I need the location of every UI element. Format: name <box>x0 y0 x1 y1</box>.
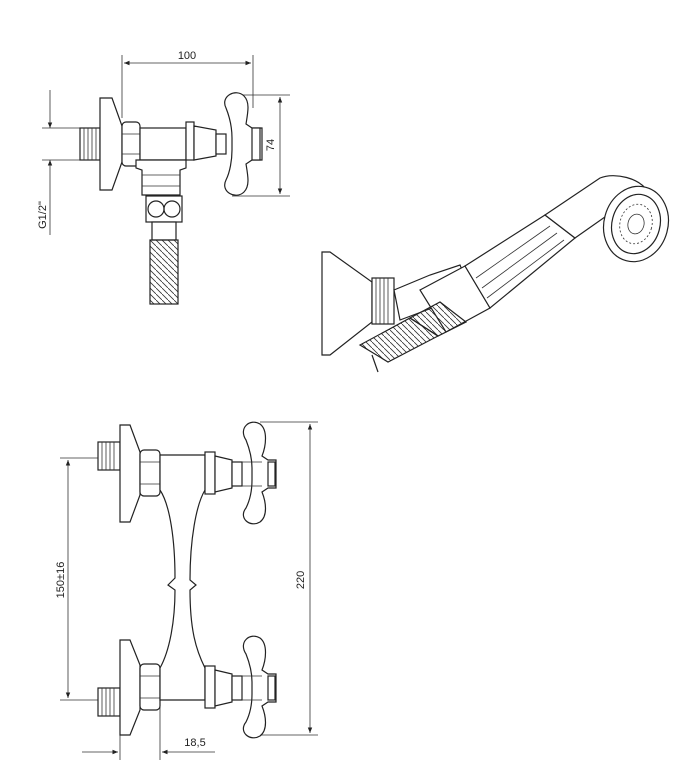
dim-offset: 18,5 <box>184 737 205 749</box>
hand-shower-view <box>321 175 670 373</box>
dim-top-height: 74 <box>265 139 277 151</box>
dim-thread: G1/2" <box>37 201 49 229</box>
dim-top-width: 100 <box>178 50 196 62</box>
dim-total-height: 220 <box>295 571 307 589</box>
valve-side-view: 100 74 G1/2" <box>37 50 290 305</box>
dim-center-distance: 150±16 <box>55 562 67 599</box>
mixer-front-view: 150±16 220 18,5 <box>55 421 318 760</box>
